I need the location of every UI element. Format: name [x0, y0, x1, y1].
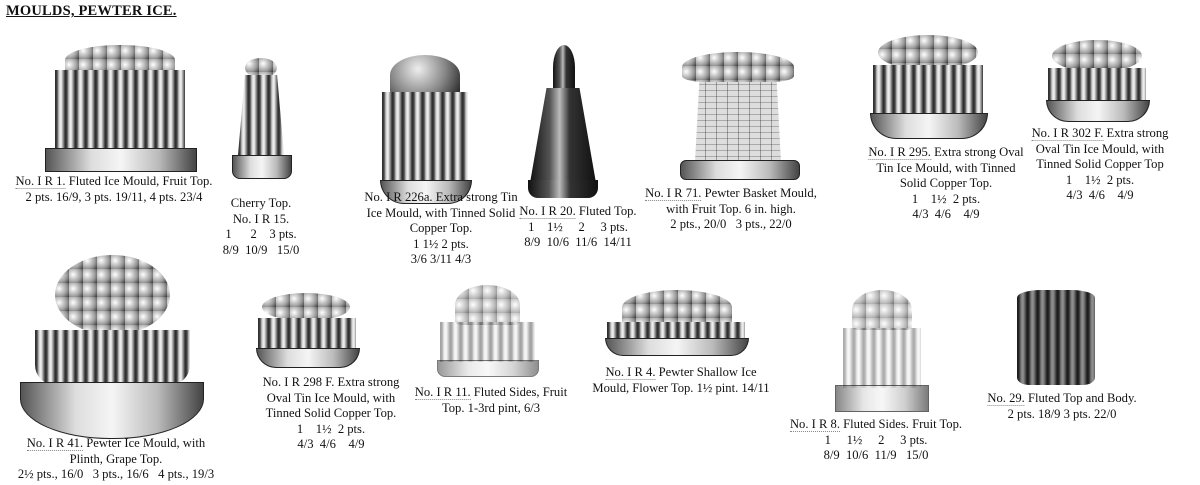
item-code-link[interactable]: No. 29.: [987, 391, 1025, 406]
item-price-line: 4/3 4/6 4/9: [912, 207, 980, 221]
item-price-line: Top. 1-3rd pint, 6/3: [441, 400, 541, 415]
item-price-line: 8/9 10/6 11/6 14/11: [524, 235, 632, 249]
caption-ir8: No. I R 8. Fluted Sides. Fruit Top. 1 1½…: [789, 417, 963, 464]
item-desc-line: Tinned Solid Copper Top: [1036, 157, 1164, 171]
caption-ir71: No. I R 71. Pewter Basket Mould, with Fr…: [645, 186, 817, 233]
item-code-link[interactable]: No. I R 8.: [789, 417, 840, 432]
item-code-link[interactable]: No. I R 1.: [15, 174, 66, 189]
item-desc: Extra strong Oval: [934, 145, 1024, 159]
item-desc: Pewter Ice Mould, with: [86, 436, 206, 450]
item-size-line: 1 1½ 2 pts.: [296, 421, 366, 436]
caption-ir298f: No. I R 298 F. Extra strong Oval Tin Ice…: [263, 375, 400, 453]
caption-ir20: No. I R 20. Fluted Top. 1 1½ 2 3 pts. 8/…: [519, 204, 637, 251]
caption-ir302f: No. I R 302 F. Extra strong Oval Tin Ice…: [1031, 126, 1169, 204]
item-price-line: 2 pts. 16/9, 3 pts. 19/11, 4 pts. 23/4: [25, 189, 203, 204]
caption-ir4: No. I R 4. Pewter Shallow Ice Mould, Flo…: [592, 365, 770, 396]
item-code-link[interactable]: No. I R 4.: [605, 365, 656, 380]
item-desc: Cherry Top.: [230, 196, 292, 210]
item-desc: Fluted Top and Body.: [1027, 391, 1137, 405]
item-desc: Fluted Sides, Fruit: [473, 385, 568, 399]
item-desc-line: Oval Tin Ice Mould, with: [1035, 141, 1165, 156]
item-price-line: 8/9 10/9 15/0: [222, 242, 300, 257]
caption-ir15: Cherry Top. No. I R 15. 1 2 3 pts. 8/9 1…: [223, 196, 300, 258]
item-size-line: 1 1½ 2 pts.: [413, 236, 469, 251]
item-code-link[interactable]: No. I R 302 F.: [1031, 126, 1104, 141]
item-size-line: 1 1½ 2 pts.: [1065, 172, 1135, 187]
item-desc: Fluted Top.: [578, 204, 637, 218]
item-desc-line: with Fruit Top. 6 in. high.: [666, 201, 796, 216]
item-price-line: 8/9 10/6 11/9 15/0: [823, 448, 929, 462]
item-size-line: 1 1½ 2 pts.: [911, 191, 981, 206]
item-size-line: 1 1½ 2 3 pts.: [528, 219, 628, 234]
item-desc: Extra strong Tin: [435, 190, 518, 204]
item-code-link[interactable]: No. I R 295.: [868, 145, 931, 160]
caption-ir11: No. I R 11. Fluted Sides, Fruit Top. 1-3…: [414, 385, 568, 416]
item-desc-line: Oval Tin Ice Mould, with: [266, 390, 396, 405]
item-desc: Extra strong: [337, 375, 400, 389]
caption-ir1: No. I R 1. Fluted Ice Mould, Fruit Top. …: [15, 174, 213, 205]
item-price-line: 4/3 4/6 4/9: [297, 437, 365, 451]
item-desc: Fluted Sides. Fruit Top.: [843, 417, 963, 431]
item-desc: Pewter Basket Mould,: [704, 186, 817, 200]
item-code-link[interactable]: No. I R 71.: [645, 186, 702, 201]
item-price-line: 4/3 4/6 4/9: [1066, 188, 1134, 202]
item-desc-line: Solid Copper Top.: [899, 176, 993, 190]
item-desc-line: Tin Ice Mould, with Tinned: [876, 160, 1016, 175]
item-desc-line: Ice Mould, with Tinned Solid: [366, 205, 516, 220]
caption-no29: No. 29. Fluted Top and Body. 2 pts. 18/9…: [987, 391, 1137, 422]
item-price-line: 2½ pts., 16/0 3 pts., 16/6 4 pts., 19/3: [17, 467, 215, 481]
item-desc: Fluted Ice Mould, Fruit Top.: [68, 174, 213, 188]
item-desc: Pewter Shallow Ice: [658, 365, 757, 379]
item-size-line: 1 2 3 pts.: [225, 227, 297, 241]
item-code: No. I R 15.: [232, 211, 290, 226]
item-desc-line: Tinned Solid Copper Top.: [265, 406, 397, 420]
item-code: No. I R 298 F.: [262, 375, 335, 389]
caption-ir41: No. I R 41. Pewter Ice Mould, with Plint…: [18, 436, 214, 483]
item-code: No. I R 226a.: [364, 190, 433, 204]
item-price-line: Mould, Flower Top. 1½ pint. 14/11: [592, 380, 770, 395]
item-code-link[interactable]: No. I R 41.: [26, 436, 84, 451]
item-desc-line: Plinth, Grape Top.: [69, 451, 163, 466]
item-price-line: 2 pts., 20/0 3 pts., 22/0: [670, 217, 792, 231]
item-price-line: 3/6 3/11 4/3: [410, 252, 472, 266]
caption-ir226a: No. I R 226a. Extra strong Tin Ice Mould…: [364, 190, 517, 268]
caption-ir295: No. I R 295. Extra strong Oval Tin Ice M…: [868, 145, 1024, 223]
item-desc: Extra strong: [1106, 126, 1169, 140]
item-size-line: 1 1½ 2 3 pts.: [824, 432, 928, 447]
item-desc-line: Copper Top.: [409, 221, 473, 235]
page-title: MOULDS, PEWTER ICE.: [6, 3, 177, 19]
item-code-link[interactable]: No. I R 11.: [414, 385, 471, 400]
item-price-line: 2 pts. 18/9 3 pts. 22/0: [1007, 406, 1117, 421]
item-code-link[interactable]: No. I R 20.: [519, 204, 576, 219]
